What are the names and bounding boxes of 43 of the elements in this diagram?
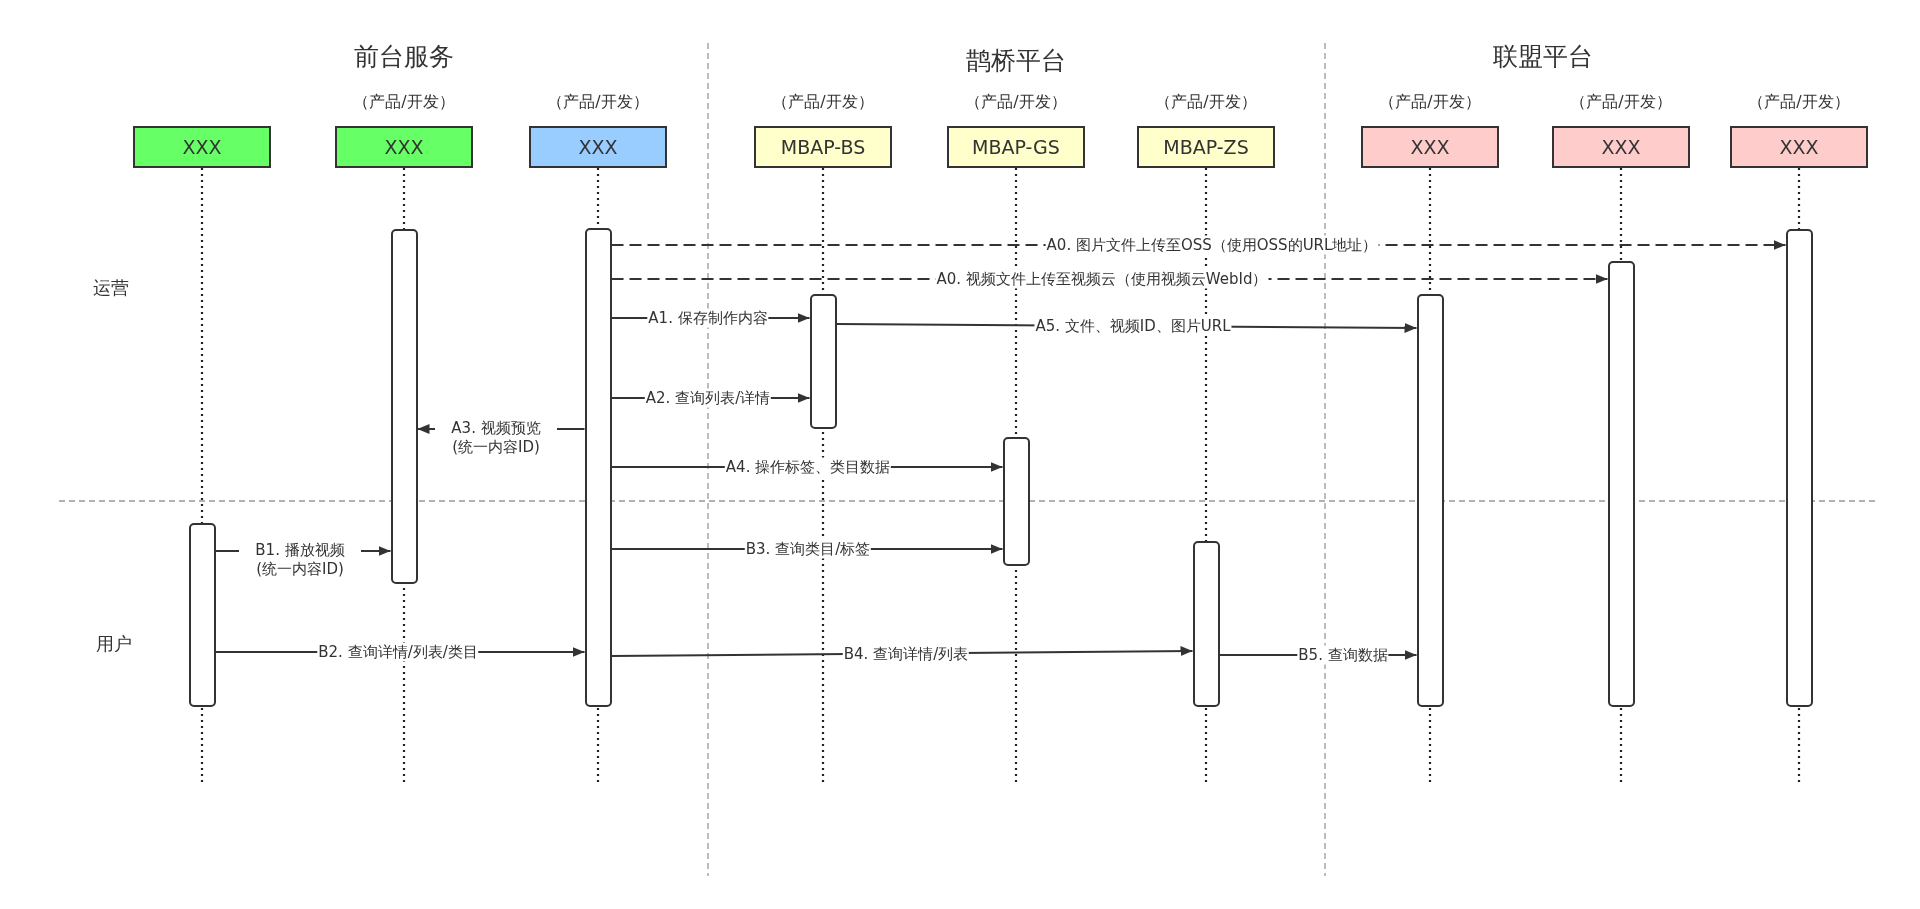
role-label: （产品/开发） bbox=[353, 92, 455, 113]
group-title: 联盟平台 bbox=[1493, 41, 1593, 73]
role-label: （产品/开发） bbox=[965, 92, 1067, 113]
participant-box: MBAP-ZS bbox=[1137, 126, 1275, 168]
group-title: 前台服务 bbox=[354, 41, 454, 73]
role-label: （产品/开发） bbox=[772, 92, 874, 113]
activation-bar bbox=[1002, 437, 1030, 566]
participant-box: XXX bbox=[1361, 126, 1499, 168]
participant-box: MBAP-BS bbox=[754, 126, 892, 168]
activation-bar bbox=[1607, 261, 1635, 707]
participant-box: MBAP-GS bbox=[947, 126, 1085, 168]
role-label: （产品/开发） bbox=[1570, 92, 1672, 113]
activation-bar bbox=[1192, 541, 1220, 707]
participant-box: XXX bbox=[1552, 126, 1690, 168]
participant-box: XXX bbox=[133, 126, 271, 168]
role-label: （产品/开发） bbox=[1379, 92, 1481, 113]
edge-label: A5. 文件、视频ID、图片URL bbox=[1034, 316, 1232, 336]
edge-label: B5. 查询数据 bbox=[1297, 645, 1389, 665]
edge-label: A2. 查询列表/详情 bbox=[644, 388, 772, 408]
activation-bar bbox=[390, 229, 418, 584]
row-label: 运营 bbox=[93, 276, 129, 300]
edge-label: B4. 查询详情/列表 bbox=[842, 644, 970, 663]
activation-bar bbox=[584, 228, 612, 707]
edge-label: B3. 查询类目/标签 bbox=[744, 539, 872, 559]
activation-bar bbox=[1785, 229, 1813, 707]
edge-label: A4. 操作标签、类目数据 bbox=[724, 457, 892, 477]
edge-label: A1. 保存制作内容 bbox=[647, 308, 769, 328]
activation-bar bbox=[1416, 294, 1444, 707]
participant-box: XXX bbox=[529, 126, 667, 168]
participant-box: XXX bbox=[335, 126, 473, 168]
edge-label: A3. 视频预览 (统一内容ID) bbox=[435, 419, 557, 457]
edge-label: A0. 视频文件上传至视频云（使用视频云WebId） bbox=[935, 269, 1269, 289]
edge-label: A0. 图片文件上传至OSS（使用OSS的URL地址） bbox=[1045, 235, 1379, 255]
edge-label: B2. 查询详情/列表/类目 bbox=[317, 642, 479, 662]
participant-box: XXX bbox=[1730, 126, 1868, 168]
activation-bar bbox=[809, 294, 837, 429]
role-label: （产品/开发） bbox=[1748, 92, 1850, 113]
edge-label: B1. 播放视频 (统一内容ID) bbox=[239, 541, 361, 579]
role-label: （产品/开发） bbox=[1155, 92, 1257, 113]
group-title: 鹊桥平台 bbox=[966, 45, 1066, 77]
activation-bar bbox=[188, 523, 216, 707]
row-label: 用户 bbox=[96, 632, 132, 656]
role-label: （产品/开发） bbox=[547, 92, 649, 113]
